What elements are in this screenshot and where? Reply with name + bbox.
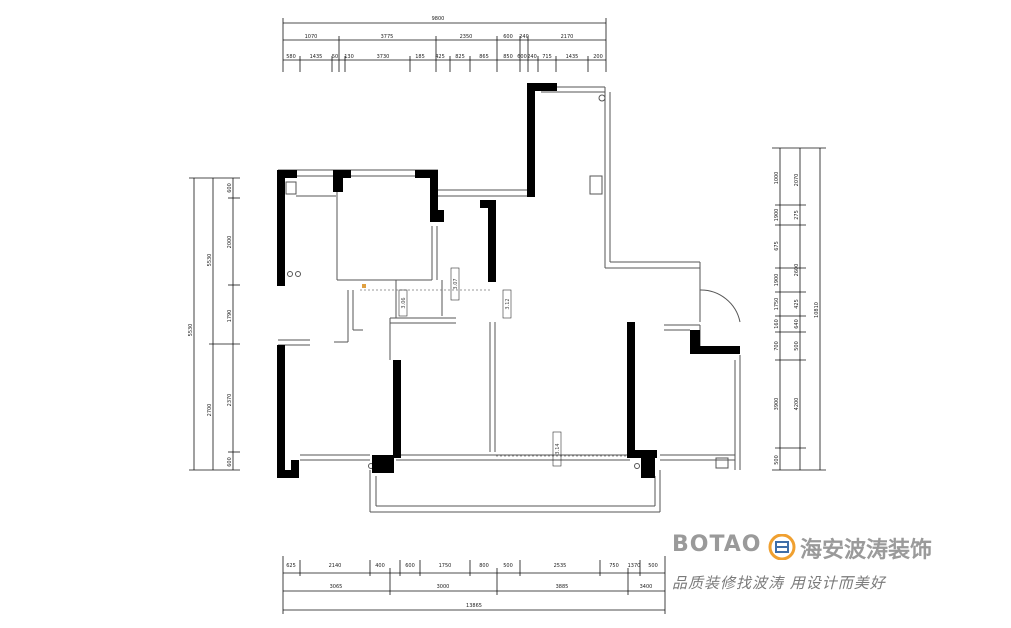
svg-text:400: 400 (375, 563, 385, 569)
svg-text:500: 500 (648, 563, 658, 569)
svg-text:200: 200 (593, 54, 603, 60)
svg-text:1790: 1790 (227, 310, 233, 323)
svg-text:240: 240 (519, 34, 529, 40)
svg-text:500: 500 (503, 563, 513, 569)
right-dimension-lines (772, 147, 826, 471)
brand-watermark: BOTAO 海安波涛装饰 品质装修找波涛 用设计而美好 (672, 532, 1002, 602)
svg-text:5530: 5530 (207, 254, 213, 267)
brand-slogan: 品质装修找波涛 用设计而美好 (672, 574, 886, 592)
room-tags (398, 267, 562, 467)
svg-text:500: 500 (794, 341, 800, 351)
bottom-dimension-lines (282, 556, 666, 614)
structural-walls (277, 83, 740, 478)
top-row1-dims: 1070 3775 2350 600 240 2170 (305, 34, 574, 40)
svg-text:600: 600 (405, 563, 415, 569)
svg-text:1435: 1435 (310, 54, 323, 60)
svg-text:185: 185 (415, 54, 425, 60)
opening-lines (360, 289, 630, 457)
svg-text:3000: 3000 (437, 584, 450, 590)
svg-text:640: 640 (794, 319, 800, 329)
svg-text:850: 850 (503, 54, 513, 60)
svg-text:800: 800 (479, 563, 489, 569)
svg-text:3400: 3400 (640, 584, 653, 590)
svg-text:2370: 2370 (227, 394, 233, 407)
bottom-row1-dims: 625 2140 400 600 1750 800 500 2535 750 1… (286, 563, 658, 569)
room-tag-texts: 3.06 3.07 3.12 3.14 (401, 278, 561, 454)
svg-text:3775: 3775 (381, 34, 394, 40)
brand-logo-icon (768, 534, 796, 560)
svg-text:1070: 1070 (305, 34, 318, 40)
svg-text:715: 715 (542, 54, 552, 60)
svg-text:825: 825 (455, 54, 465, 60)
room-tag-1: 3.06 (401, 297, 407, 308)
svg-text:3885: 3885 (556, 584, 569, 590)
svg-text:750: 750 (609, 563, 619, 569)
svg-text:4200: 4200 (794, 398, 800, 411)
svg-text:50: 50 (332, 54, 338, 60)
svg-text:5530: 5530 (188, 324, 194, 337)
svg-text:600: 600 (227, 457, 233, 467)
svg-text:425: 425 (794, 299, 800, 309)
svg-text:625: 625 (286, 563, 296, 569)
left-dims-text: 5530 5530 2700 600 2000 1790 2370 600 (188, 183, 233, 467)
svg-text:1370: 1370 (628, 563, 641, 569)
thin-walls (278, 86, 741, 513)
top-row2-dims: 580 1435 50 130 3730 185 425 825 865 850… (286, 54, 603, 60)
svg-text:3900: 3900 (774, 398, 780, 411)
svg-text:600: 600 (227, 183, 233, 193)
svg-text:1750: 1750 (439, 563, 452, 569)
svg-text:2000: 2000 (227, 236, 233, 249)
svg-text:160: 160 (774, 319, 780, 329)
room-tag-2: 3.07 (453, 278, 459, 289)
svg-text:1435: 1435 (566, 54, 579, 60)
svg-text:865: 865 (479, 54, 489, 60)
svg-text:600: 600 (503, 34, 513, 40)
svg-text:600: 600 (517, 54, 527, 60)
svg-text:2140: 2140 (329, 563, 342, 569)
wall-markers (362, 284, 366, 288)
svg-text:1900: 1900 (774, 274, 780, 287)
svg-text:2350: 2350 (460, 34, 473, 40)
svg-text:1900: 1900 (774, 209, 780, 222)
svg-text:240: 240 (527, 54, 537, 60)
brand-chinese-name: 海安波涛装饰 (800, 538, 933, 563)
bottom-row2-dims: 3065 3000 3885 3400 (330, 584, 653, 590)
svg-text:500: 500 (774, 455, 780, 465)
room-tag-4: 3.14 (555, 443, 561, 454)
svg-text:580: 580 (286, 54, 296, 60)
top-total-dim: 9800 (432, 16, 445, 22)
svg-text:700: 700 (774, 341, 780, 351)
svg-text:3730: 3730 (377, 54, 390, 60)
svg-text:1750: 1750 (774, 298, 780, 311)
svg-text:2170: 2170 (561, 34, 574, 40)
svg-text:425: 425 (435, 54, 445, 60)
svg-text:1000: 1000 (774, 172, 780, 185)
room-tag-3: 3.12 (505, 298, 511, 309)
svg-text:130: 130 (344, 54, 354, 60)
brand-latin-name: BOTAO (672, 532, 762, 557)
svg-text:3065: 3065 (330, 584, 343, 590)
bottom-total-dim: 13865 (466, 603, 482, 609)
top-dimension-lines (282, 18, 607, 72)
svg-text:275: 275 (794, 210, 800, 220)
svg-text:675: 675 (774, 241, 780, 251)
right-dims-text: 1000 1900 675 1900 1750 160 700 3900 500… (774, 172, 820, 465)
svg-text:10810: 10810 (814, 302, 820, 318)
svg-text:2600: 2600 (794, 264, 800, 277)
svg-text:2700: 2700 (207, 404, 213, 417)
left-dimension-lines (189, 177, 240, 471)
svg-text:2535: 2535 (554, 563, 567, 569)
svg-text:2070: 2070 (794, 174, 800, 187)
